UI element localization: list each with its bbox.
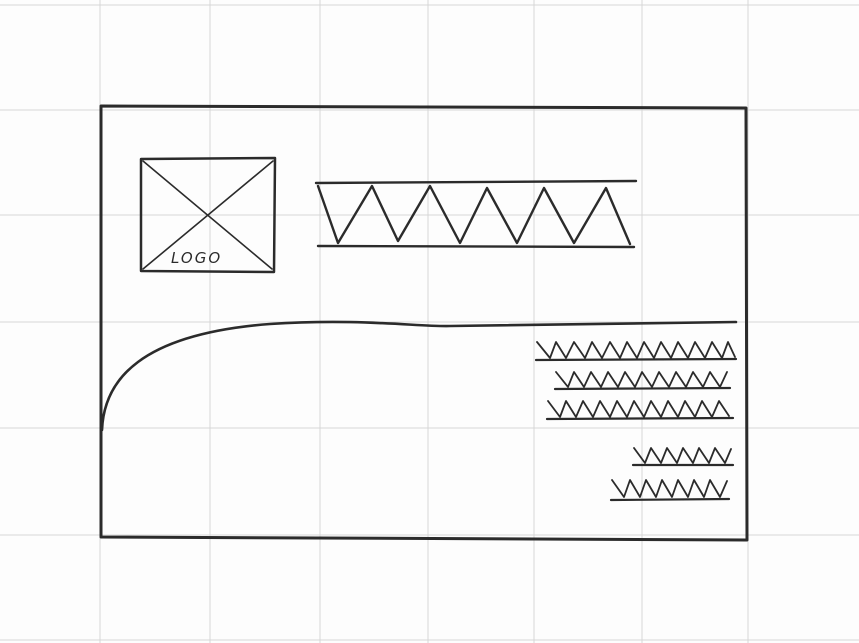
headline-bottom-rule xyxy=(316,244,636,249)
hero-curve xyxy=(100,320,738,432)
text-line-3 xyxy=(545,400,735,421)
text-block-placeholder xyxy=(534,341,738,502)
page-frame xyxy=(99,104,749,542)
text-line-2 xyxy=(553,371,732,391)
logo-placeholder: LOGO xyxy=(139,156,277,274)
logo-label: LOGO xyxy=(171,249,222,267)
text-line-4 xyxy=(631,447,735,467)
text-line-5 xyxy=(609,479,731,502)
logo-box xyxy=(139,156,277,274)
headline-placeholder xyxy=(314,179,638,249)
text-line-1 xyxy=(534,341,738,362)
headline-zigzag xyxy=(316,184,632,246)
logo-cross xyxy=(142,160,274,270)
headline-top-rule xyxy=(314,179,638,185)
